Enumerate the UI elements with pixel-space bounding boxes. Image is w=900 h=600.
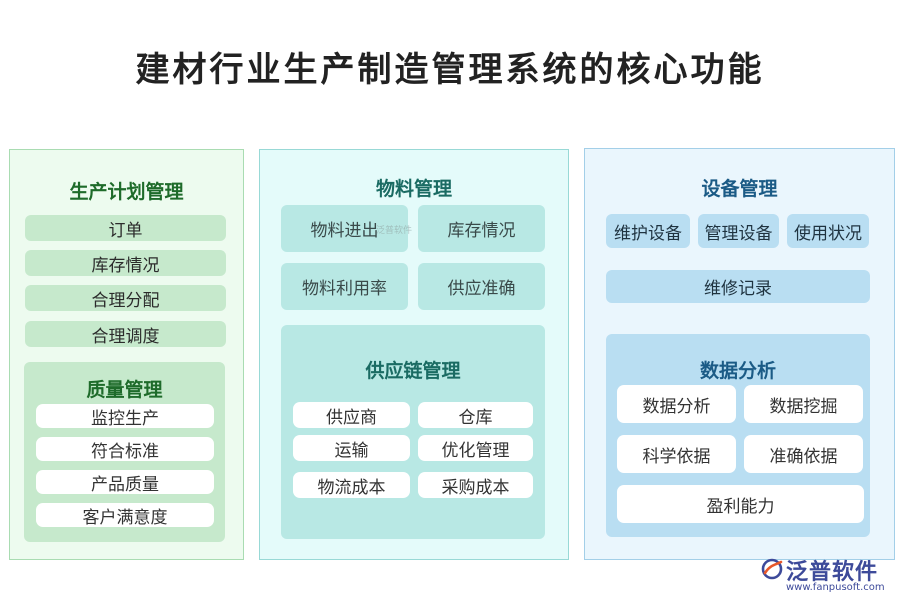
right-wide-repair-records: 维修记录 xyxy=(606,270,870,303)
fanpu-logo-icon xyxy=(761,558,783,580)
supply-chain-heading: 供应链管理 xyxy=(365,360,461,382)
supply-item-warehouse: 仓库 xyxy=(418,402,533,428)
analysis-item-accurate-basis: 准确依据 xyxy=(744,435,863,473)
material-management-column: 物料管理 物料进出 库存情况 物料利用率 供应准确 泛普软件 供应链管理 供应商… xyxy=(259,149,569,560)
supply-item-logistics-cost: 物流成本 xyxy=(293,472,410,498)
production-planning-column: 生产计划管理 订单 库存情况 合理分配 合理调度 质量管理 监控生产 符合标准 … xyxy=(9,149,244,560)
supply-item-purchase-cost: 采购成本 xyxy=(418,472,533,498)
equipment-management-heading: 设备管理 xyxy=(701,178,778,200)
right-tile-maintain: 维护设备 xyxy=(606,214,690,248)
material-management-heading: 物料管理 xyxy=(375,178,452,200)
supply-chain-panel: 供应链管理 供应商 仓库 运输 优化管理 物流成本 采购成本 xyxy=(281,325,545,539)
quality-management-panel: 质量管理 监控生产 符合标准 产品质量 客户满意度 xyxy=(24,362,225,542)
production-planning-heading: 生产计划管理 xyxy=(69,181,184,203)
quality-item-monitor: 监控生产 xyxy=(36,404,214,429)
mid-tile-supply-accuracy: 供应准确 xyxy=(418,263,545,310)
supply-item-transport: 运输 xyxy=(293,435,410,461)
analysis-item-scientific-basis: 科学依据 xyxy=(617,435,736,473)
mid-tile-material-flow: 物料进出 xyxy=(281,205,408,252)
mid-tile-inventory: 库存情况 xyxy=(418,205,545,252)
supply-item-optimization: 优化管理 xyxy=(418,435,533,461)
left-item-allocation: 合理分配 xyxy=(25,285,226,311)
watermark: 泛普软件 xyxy=(376,226,413,236)
mid-tile-utilization: 物料利用率 xyxy=(281,263,408,310)
quality-management-heading: 质量管理 xyxy=(86,379,163,401)
right-tile-usage: 使用状况 xyxy=(787,214,869,248)
left-item-inventory: 库存情况 xyxy=(25,250,226,276)
quality-item-standard: 符合标准 xyxy=(36,437,214,462)
analysis-item-mining: 数据挖掘 xyxy=(744,385,863,423)
data-analysis-panel: 数据分析 数据分析 数据挖掘 科学依据 准确依据 盈利能力 xyxy=(606,334,870,537)
right-tile-manage: 管理设备 xyxy=(698,214,779,248)
page-title: 建材行业生产制造管理系统的核心功能 xyxy=(135,50,765,90)
logo-url: www.fanpusoft.com xyxy=(786,582,885,593)
quality-item-satisfaction: 客户满意度 xyxy=(36,503,214,528)
supply-item-supplier: 供应商 xyxy=(293,402,410,428)
equipment-management-column: 设备管理 维护设备 管理设备 使用状况 维修记录 数据分析 数据分析 数据挖掘 … xyxy=(584,148,895,560)
logo-text: 泛普软件 xyxy=(786,560,879,585)
brand-logo: 泛普软件 www.fanpusoft.com xyxy=(760,554,890,596)
left-item-order: 订单 xyxy=(25,215,226,241)
data-analysis-heading: 数据分析 xyxy=(699,360,776,382)
left-item-scheduling: 合理调度 xyxy=(25,321,226,347)
quality-item-product: 产品质量 xyxy=(36,470,214,495)
analysis-item-analysis: 数据分析 xyxy=(617,385,736,423)
analysis-wide-profitability: 盈利能力 xyxy=(617,485,864,523)
